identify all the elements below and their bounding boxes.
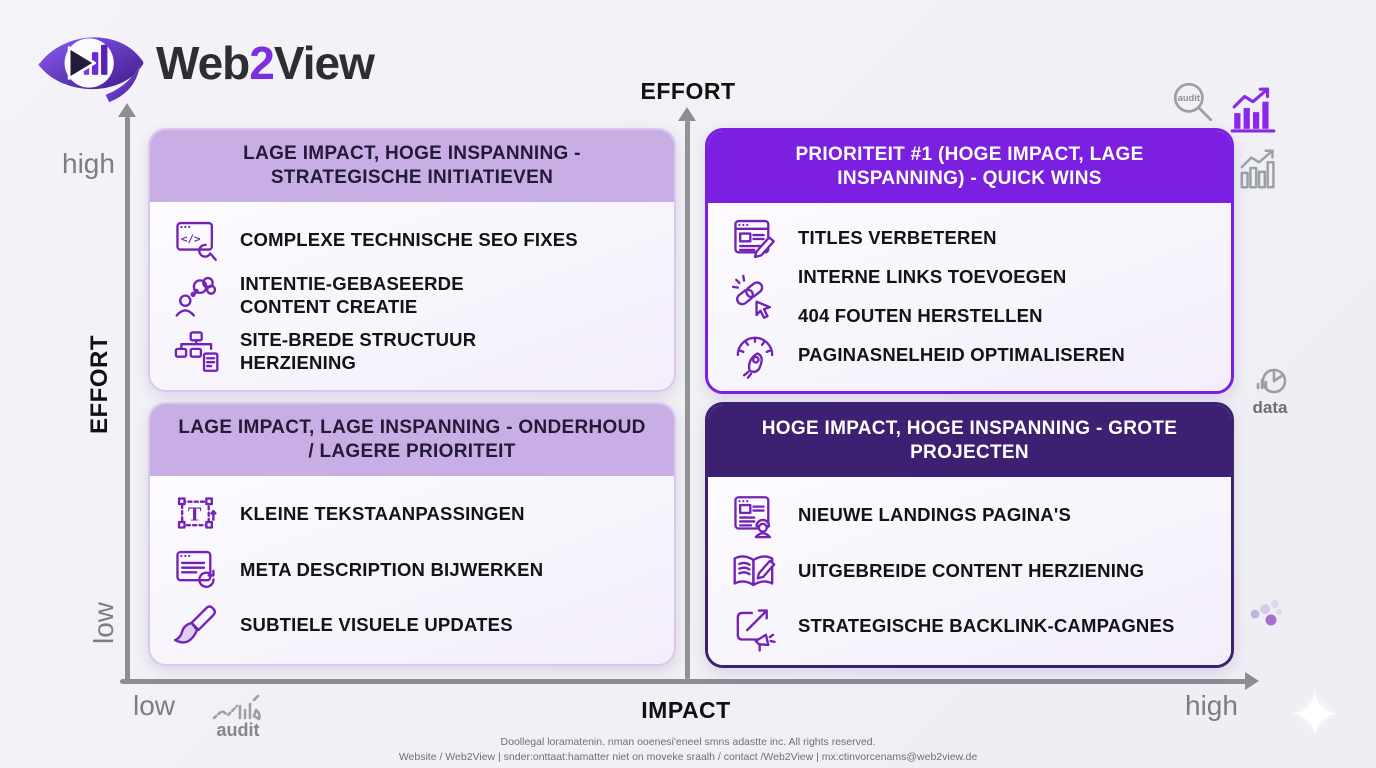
- logo: Web2View: [36, 22, 375, 104]
- bar-chart-trend-icon: [1230, 87, 1276, 133]
- item-label: SUBTIELE VISUELE UPDATES: [240, 614, 513, 636]
- y-axis-line: [125, 116, 130, 683]
- code-window-wrench-icon: </>: [176, 221, 217, 261]
- scatter-dots-icon: [1250, 600, 1282, 626]
- open-book-edit-icon: [733, 555, 776, 587]
- data-pie-decoration: data: [1248, 366, 1292, 418]
- item-label: 404 FOUTEN HERSTELLEN: [798, 305, 1043, 326]
- item-label: META DESCRIPTION BIJWERKEN: [240, 558, 544, 580]
- quadrant-title: PRIORITEIT #1 (HOGE IMPACT, LAGE INSPANN…: [708, 131, 1231, 203]
- audit-magnifier-icon: audit: [1173, 82, 1213, 122]
- text-selection-icon: T: [177, 496, 217, 529]
- list-item: META DESCRIPTION BIJWERKEN: [172, 545, 652, 595]
- y-low-label: low: [88, 602, 119, 645]
- y-axis-arrowhead: [118, 103, 136, 117]
- list-item: PAGINASNELHEID OPTIMALISEREN: [730, 330, 1209, 380]
- effort-top-label: EFFORT: [640, 78, 736, 104]
- audit-chart-sketch-icon: [212, 694, 261, 721]
- footer-line-2: Website / Web2View | snder:onttaat:hamat…: [398, 751, 978, 764]
- speedometer-rocket-icon: [736, 336, 774, 380]
- bar-chart-trend-gray-icon: [1240, 149, 1275, 189]
- y-axis-title: EFFORT: [86, 335, 113, 434]
- audit-label: audit: [216, 720, 260, 740]
- list-item: SUBTIELE VISUELE UPDATES: [172, 601, 652, 651]
- quadrant-low-impact-low-effort: LAGE IMPACT, LAGE INSPANNING - ONDERHOUD…: [148, 402, 676, 666]
- item-label: PAGINASNELHEID OPTIMALISEREN: [798, 344, 1125, 365]
- item-label: UITGEBREIDE CONTENT HERZIENING: [798, 559, 1145, 581]
- svg-text:</>: </>: [181, 232, 201, 245]
- item-label: TITLES VERBETEREN: [798, 227, 997, 249]
- item-label: INTENTIE-GEBASEERDE CONTENT CREATIE: [240, 273, 464, 317]
- dots-cluster-decoration: [1248, 596, 1286, 635]
- list-item: </> COMPLEXE TECHNISCHE SEO FIXES: [172, 216, 652, 266]
- person-thought-bubble-icon: [175, 276, 217, 317]
- link-cursor-icon: [731, 274, 772, 319]
- data-label: data: [1252, 398, 1288, 417]
- center-divider-line: [685, 120, 690, 680]
- list-item: INTENTIE-GEBASEERDE CONTENT CREATIE: [172, 271, 652, 321]
- quadrant-priority-quick-wins: PRIORITEIT #1 (HOGE IMPACT, LAGE INSPANN…: [705, 128, 1234, 394]
- bar-chart-trend-purple-decoration: [1228, 84, 1280, 139]
- quadrant-title: HOGE IMPACT, HOGE INSPANNING - GROTE PRO…: [708, 405, 1231, 477]
- sparkle-decoration-icon: ✦: [1288, 679, 1342, 751]
- audit-magnifier-text: audit: [1178, 92, 1201, 103]
- quadrant-high-impact-high-effort: HOGE IMPACT, HOGE INSPANNING - GROTE PRO…: [705, 402, 1234, 668]
- audit-magnifier-decoration: audit: [1168, 80, 1218, 126]
- center-divider-arrowhead: [678, 107, 696, 121]
- x-axis-line: [120, 679, 1246, 684]
- item-label: KLEINE TEKSTAANPASSINGEN: [240, 503, 525, 525]
- web2view-eye-logo-icon: [38, 37, 144, 103]
- item-label: COMPLEXE TECHNISCHE SEO FIXES: [240, 229, 578, 251]
- list-item: NIEUWE LANDINGS PAGINA'S: [730, 491, 1209, 541]
- audit-sketch-decoration: audit: [210, 694, 266, 741]
- item-label: INTERNE LINKS TOEVOEGEN: [798, 266, 1067, 288]
- list-item: STRATEGISCHE BACKLINK-CAMPAGNES: [730, 602, 1209, 652]
- quadrant-title: LAGE IMPACT, HOGE INSPANNING - STRATEGIS…: [150, 130, 674, 202]
- list-item: UITGEBREIDE CONTENT HERZIENING: [730, 546, 1209, 596]
- list-item: SITE-BREDE STRUCTUUR HERZIENING: [172, 327, 652, 377]
- pie-chart-icon: [1256, 368, 1287, 394]
- page-refresh-icon: [176, 550, 215, 588]
- item-label: NIEUWE LANDINGS PAGINA'S: [798, 504, 1072, 526]
- list-item: TITLES VERBETEREN: [730, 214, 1209, 264]
- footer-line-1: Doollegal loramatenin. nman ooenesi'enee…: [500, 736, 876, 748]
- bar-chart-trend-gray-decoration: [1236, 146, 1284, 197]
- x-high-label: high: [1185, 690, 1238, 721]
- quadrant-title: LAGE IMPACT, LAGE INSPANNING - ONDERHOUD…: [150, 404, 674, 476]
- item-label: STRATEGISCHE BACKLINK-CAMPAGNES: [798, 615, 1175, 637]
- paintbrush-icon: [173, 604, 216, 644]
- quadrant-low-impact-high-effort: LAGE IMPACT, HOGE INSPANNING - STRATEGIS…: [148, 128, 676, 392]
- footer: Doollegal loramatenin. nman ooenesi'enee…: [0, 735, 1376, 765]
- x-axis-arrowhead: [1245, 672, 1259, 690]
- item-label: SITE-BREDE STRUCTUUR HERZIENING: [240, 328, 477, 373]
- x-low-label: low: [133, 690, 176, 721]
- page-construction-icon: [734, 495, 772, 538]
- svg-text:T: T: [188, 503, 202, 525]
- share-megaphone-icon: [736, 608, 776, 652]
- list-item: INTERNE LINKS TOEVOEGEN 404 FOUTEN HERST…: [730, 266, 1209, 327]
- page-edit-icon: [734, 219, 775, 258]
- x-axis-title: IMPACT: [641, 697, 731, 723]
- sitemap-structure-icon: [174, 330, 219, 372]
- y-high-label: high: [62, 148, 115, 179]
- list-item: T KLEINE TEKSTAANPASSINGEN: [172, 490, 652, 540]
- brand-title: Web2View: [156, 37, 375, 89]
